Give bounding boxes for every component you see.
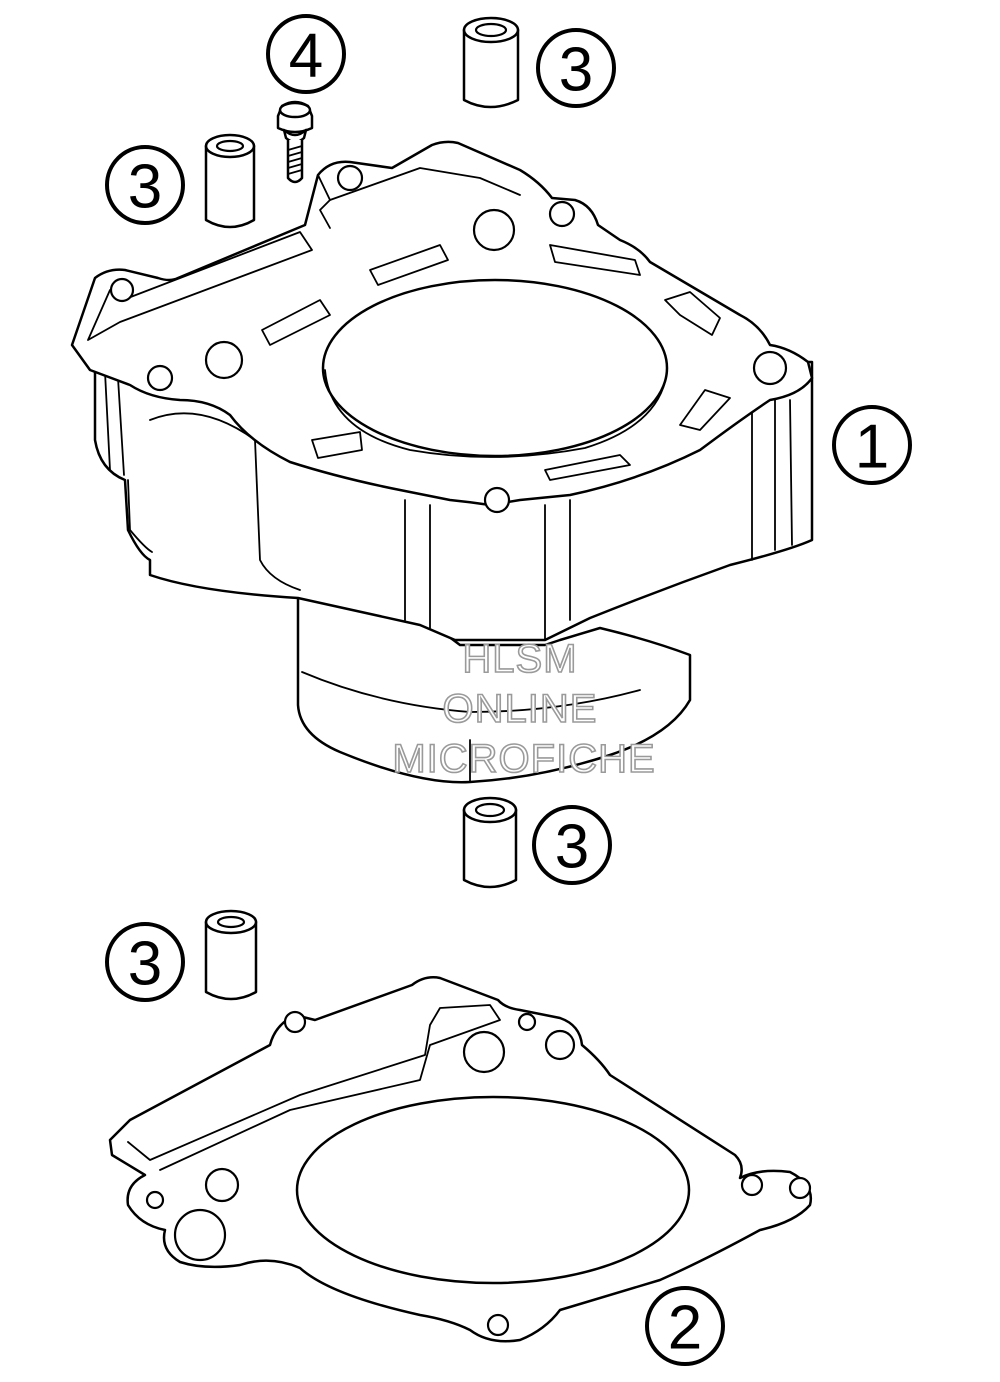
callout-cylinder: 1 xyxy=(832,405,912,485)
callout-number: 2 xyxy=(668,1294,702,1363)
callout-dowel-top-left: 3 xyxy=(105,145,185,225)
dowel-middle[interactable] xyxy=(462,796,518,889)
callout-gasket: 2 xyxy=(645,1286,725,1366)
callout-number: 3 xyxy=(555,813,589,882)
callout-bolt: 4 xyxy=(266,14,346,94)
dowel-lower-left[interactable] xyxy=(204,909,258,1001)
cylinder-part[interactable] xyxy=(70,140,814,784)
callout-dowel-lower-left: 3 xyxy=(105,922,185,1002)
callout-number: 1 xyxy=(855,413,889,482)
callout-number: 3 xyxy=(559,36,593,105)
dowel-top-right[interactable] xyxy=(462,16,520,109)
watermark-line-3: MICROFICHE xyxy=(392,737,655,781)
callout-dowel-middle: 3 xyxy=(532,805,612,885)
callout-number: 3 xyxy=(128,930,162,999)
gasket-part[interactable] xyxy=(108,976,813,1343)
bolt-part[interactable] xyxy=(276,100,314,184)
watermark-line-1: HLSM xyxy=(462,637,577,681)
dowel-top-left[interactable] xyxy=(204,133,256,229)
watermark: HLSM ONLINE MICROFICHE xyxy=(392,636,656,782)
callout-dowel-top-right: 3 xyxy=(536,28,616,108)
callout-number: 4 xyxy=(289,22,323,91)
watermark-line-2: ONLINE xyxy=(443,687,598,731)
callout-number: 3 xyxy=(128,153,162,222)
